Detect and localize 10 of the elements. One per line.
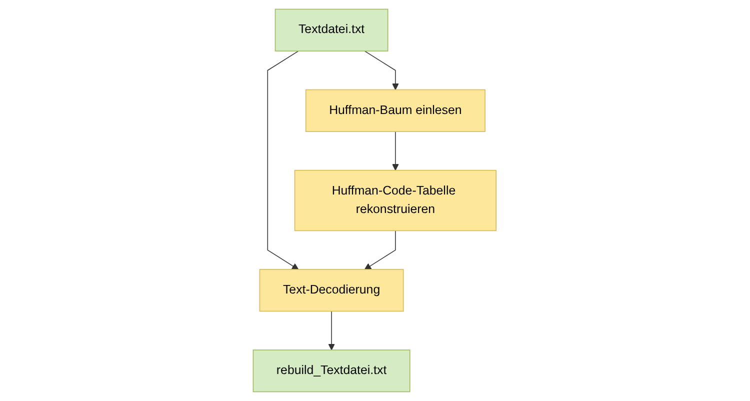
node-box: Huffman-Baum einlesen xyxy=(306,89,486,132)
node-box: rebuild_Textdatei.txt xyxy=(253,350,411,392)
node-box: Text-Decodierung xyxy=(260,269,404,312)
node-box: Textdatei.txt xyxy=(275,8,389,52)
arrow xyxy=(328,310,336,350)
arrow xyxy=(392,131,400,171)
node-box: Huffman-Code-Tabelle rekonstruieren xyxy=(294,170,497,232)
arrow xyxy=(364,50,400,90)
arrow xyxy=(268,50,300,270)
arrow xyxy=(364,230,396,270)
